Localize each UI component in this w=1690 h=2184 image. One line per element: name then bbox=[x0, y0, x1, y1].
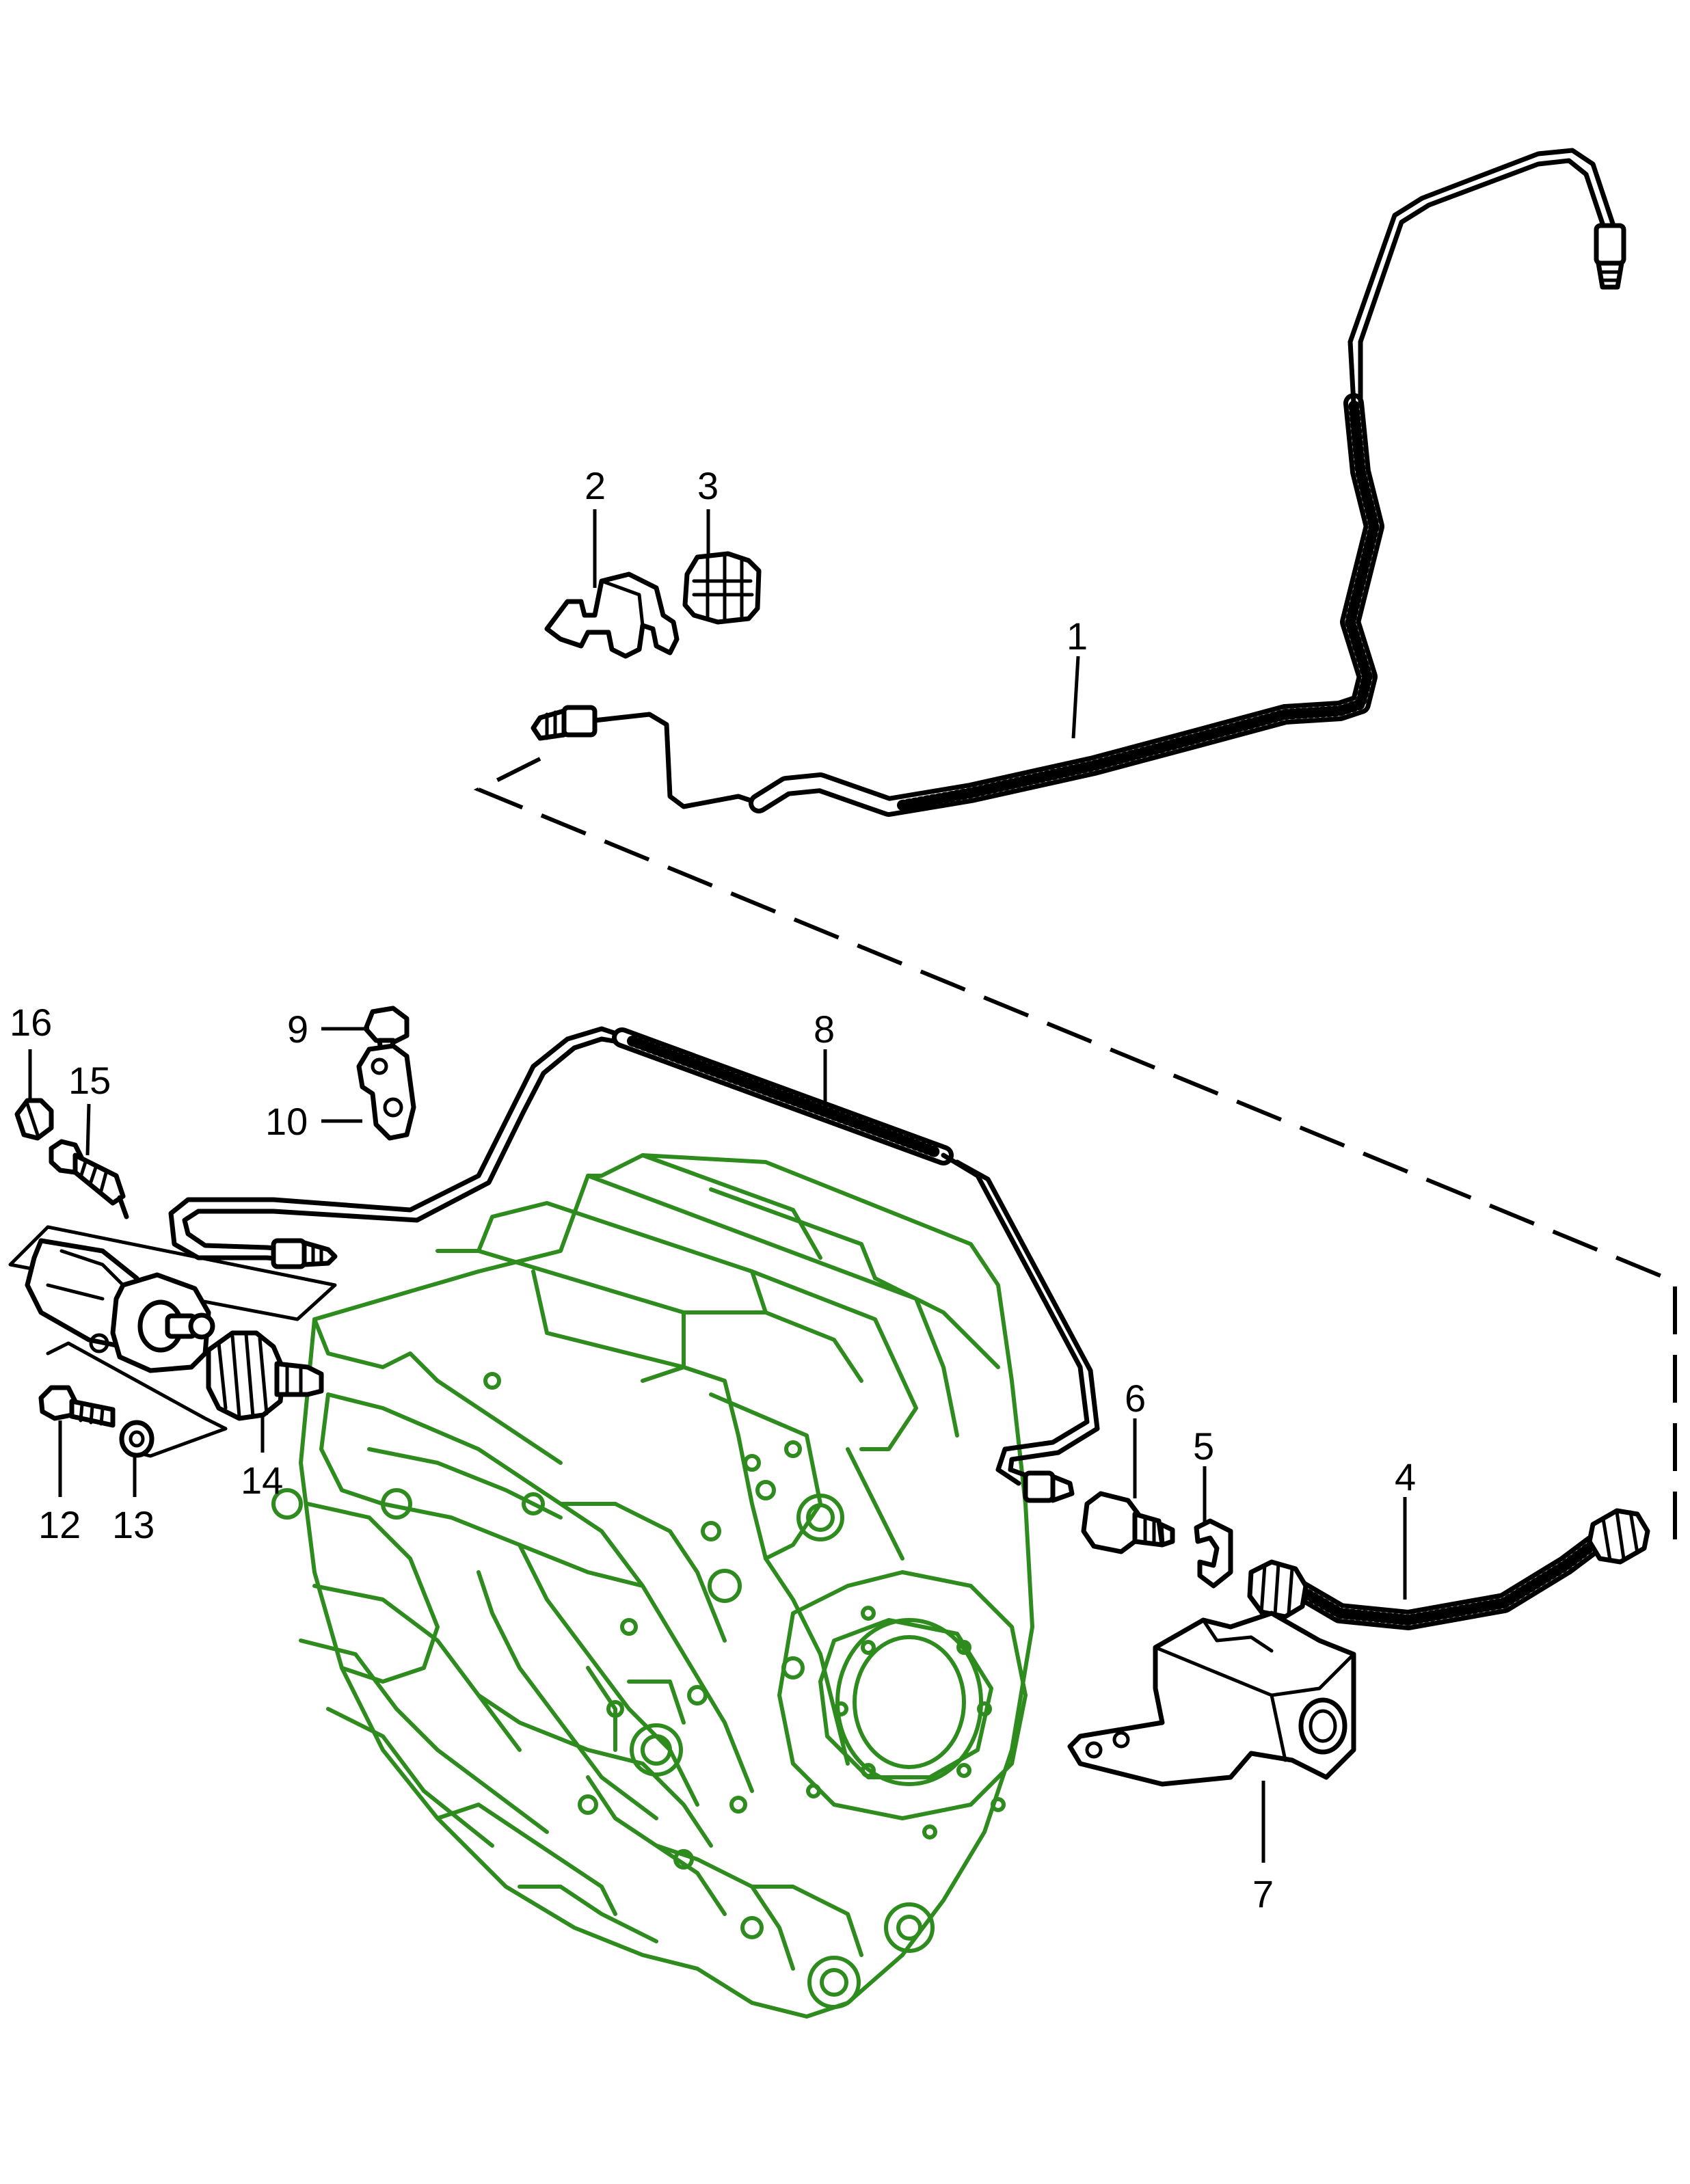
transmission-housing bbox=[271, 1153, 1034, 2019]
callout-5: 5 bbox=[1193, 1425, 1214, 1468]
callout-7: 7 bbox=[1252, 1872, 1274, 1915]
retaining-clip bbox=[1194, 1518, 1233, 1589]
assembly-reference-line bbox=[473, 757, 1677, 1545]
callout-2: 2 bbox=[585, 464, 606, 507]
callout-3: 3 bbox=[697, 464, 719, 507]
line-bracket bbox=[544, 571, 680, 659]
callout-numbers: 1 2 3 4 5 6 7 8 9 10 12 13 14 15 16 bbox=[10, 464, 1416, 1915]
mounting-block bbox=[1067, 1610, 1356, 1787]
callout-9: 9 bbox=[287, 1008, 308, 1051]
callout-14: 14 bbox=[241, 1459, 283, 1502]
callout-4: 4 bbox=[1395, 1455, 1416, 1498]
leader-lines bbox=[28, 509, 1407, 1863]
pushrod-boot bbox=[206, 1330, 324, 1421]
callout-8: 8 bbox=[814, 1008, 835, 1051]
washer bbox=[119, 1420, 155, 1458]
lower-pressure-line bbox=[168, 1026, 1100, 1503]
flexible-hose bbox=[1247, 1508, 1650, 1630]
callout-10: 10 bbox=[265, 1100, 308, 1143]
callout-15: 15 bbox=[68, 1059, 111, 1102]
callout-12: 12 bbox=[38, 1503, 81, 1546]
adapter-fitting bbox=[1081, 1491, 1175, 1554]
small-bracket bbox=[356, 1043, 416, 1141]
callout-16: 16 bbox=[10, 1001, 52, 1044]
bolt bbox=[38, 1385, 116, 1428]
rubber-grommet bbox=[682, 551, 762, 625]
slave-cylinder bbox=[8, 1225, 337, 1458]
bleeder-cap bbox=[14, 1098, 54, 1141]
callout-1: 1 bbox=[1067, 615, 1088, 658]
callout-6: 6 bbox=[1125, 1377, 1146, 1420]
bleeder-screw bbox=[49, 1139, 129, 1219]
upper-pressure-line bbox=[531, 148, 1626, 817]
callout-13: 13 bbox=[112, 1503, 155, 1546]
